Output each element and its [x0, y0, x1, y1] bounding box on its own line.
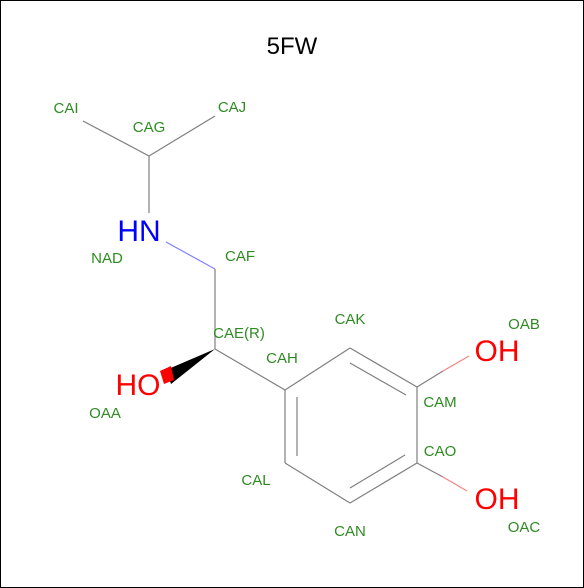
bond-cah-cak — [284, 347, 351, 391]
atom-label-cag: CAG — [133, 119, 166, 136]
diagram-title: 5FW — [267, 33, 318, 60]
atom-label-caf: CAF — [225, 248, 255, 265]
bond-cao-oac — [416, 462, 444, 478]
bond-n-caf — [165, 241, 216, 270]
inner-bond-cak-cam — [349, 362, 407, 396]
wedge-bond-cae-oaa — [166, 349, 215, 384]
atom-label-nad: NAD — [91, 250, 123, 267]
bond-cak-cam — [349, 347, 418, 388]
atom-label-caj: CAJ — [218, 99, 246, 116]
nitrogen-label: HN — [117, 215, 160, 248]
wedge-bond-oaa-red — [160, 366, 174, 384]
atom-label-cam: CAM — [423, 394, 456, 411]
bond-oac-red — [442, 476, 468, 492]
atom-label-cao: CAO — [424, 443, 457, 460]
atom-labels: CAI CAG CAJ NAD CAF CAE(R) CAH CAK OAB O… — [53, 99, 540, 540]
bond-cai-cag — [82, 120, 150, 157]
atom-label-cae: CAE(R) — [213, 325, 265, 342]
bond-cam-oab — [416, 370, 444, 388]
atom-label-cal: CAL — [241, 472, 270, 489]
inner-bond-cao-can — [349, 454, 406, 489]
hydroxyl-top-label: OH — [475, 335, 520, 368]
atom-label-oab: OAB — [508, 316, 540, 333]
hydroxyl-left-label: HO — [116, 369, 161, 402]
bond-can-cal — [284, 462, 351, 504]
atom-label-oac: OAC — [508, 519, 541, 536]
atom-label-cah: CAH — [266, 350, 298, 367]
atom-label-cak: CAK — [335, 311, 366, 328]
atom-label-can: CAN — [334, 523, 366, 540]
bond-oab-red — [442, 355, 470, 372]
bond-cae-cah — [214, 348, 286, 391]
bonds — [82, 115, 470, 504]
bond-cao-can — [349, 462, 418, 504]
atom-label-cai: CAI — [53, 100, 78, 117]
bond-cag-caj — [148, 115, 216, 157]
atom-label-oaa: OAA — [89, 405, 121, 422]
hydroxyl-bottom-label: OH — [475, 483, 520, 516]
